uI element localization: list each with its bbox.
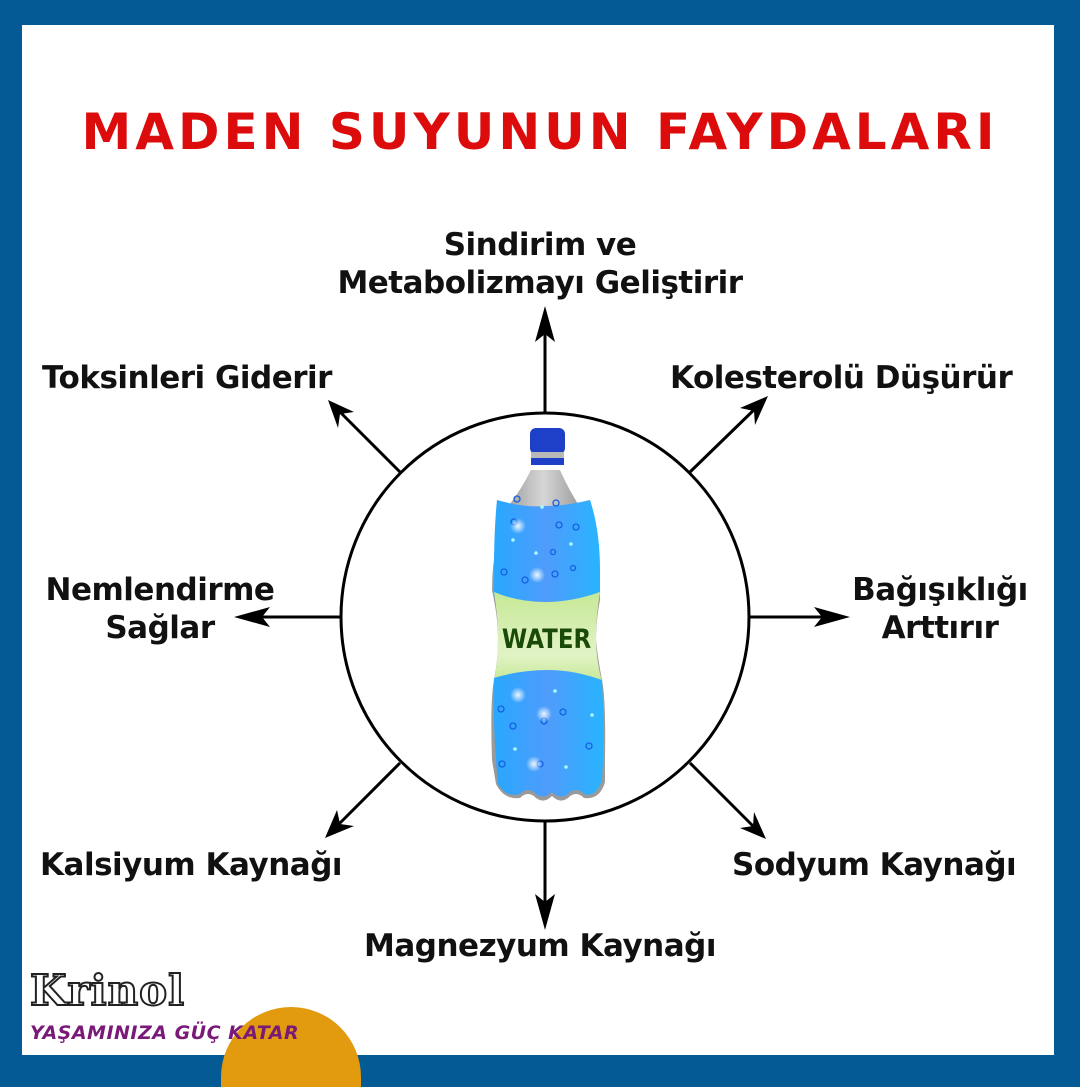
- logo-name: Krinol: [29, 966, 186, 1016]
- benefit-magnesium: Magnezyum Kaynağı: [364, 928, 716, 964]
- benefit-digestion-line2: Metabolizmayı Geliştirir: [337, 265, 743, 301]
- arrow-up-icon: [535, 306, 555, 413]
- krinol-logo: Krinol YAŞAMINIZA GÜÇ KATAR: [26, 965, 366, 1087]
- benefit-cholesterol: Kolesterolü Düşürür: [670, 360, 1013, 396]
- logo-sun-shape: [221, 1007, 361, 1087]
- arrow-right-icon: [749, 607, 850, 627]
- arrow-down-right-icon: [688, 761, 766, 839]
- benefit-digestion: Sindirim ve Metabolizmayı Geliştirir: [290, 226, 790, 302]
- logo-slogan: YAŞAMINIZA GÜÇ KATAR: [30, 1022, 300, 1044]
- benefit-hydration-line1: Nemlendirme: [45, 572, 275, 608]
- arrow-left-icon: [234, 607, 341, 627]
- arrow-down-icon: [535, 821, 555, 930]
- arrow-up-left-icon: [328, 400, 402, 474]
- benefit-immunity: Bağışıklığı Arttırır: [830, 571, 1050, 647]
- arrow-down-left-icon: [325, 761, 402, 838]
- benefit-immunity-line2: Arttırır: [881, 610, 999, 646]
- benefit-hydration: Nemlendirme Sağlar: [20, 571, 300, 647]
- benefit-digestion-line1: Sindirim ve: [443, 227, 637, 263]
- benefit-sodium: Sodyum Kaynağı: [732, 847, 1017, 883]
- benefit-detox: Toksinleri Giderir: [42, 360, 332, 396]
- arrow-up-right-icon: [688, 396, 768, 474]
- bottle-label-text: WATER: [502, 623, 591, 654]
- page-title: MADEN SUYUNUN FAYDALARI: [81, 103, 999, 161]
- benefit-calcium: Kalsiyum Kaynağı: [40, 847, 343, 883]
- water-bottle-icon: WATER: [491, 428, 606, 801]
- benefit-immunity-line1: Bağışıklığı: [852, 572, 1028, 608]
- benefit-hydration-line2: Sağlar: [105, 610, 215, 646]
